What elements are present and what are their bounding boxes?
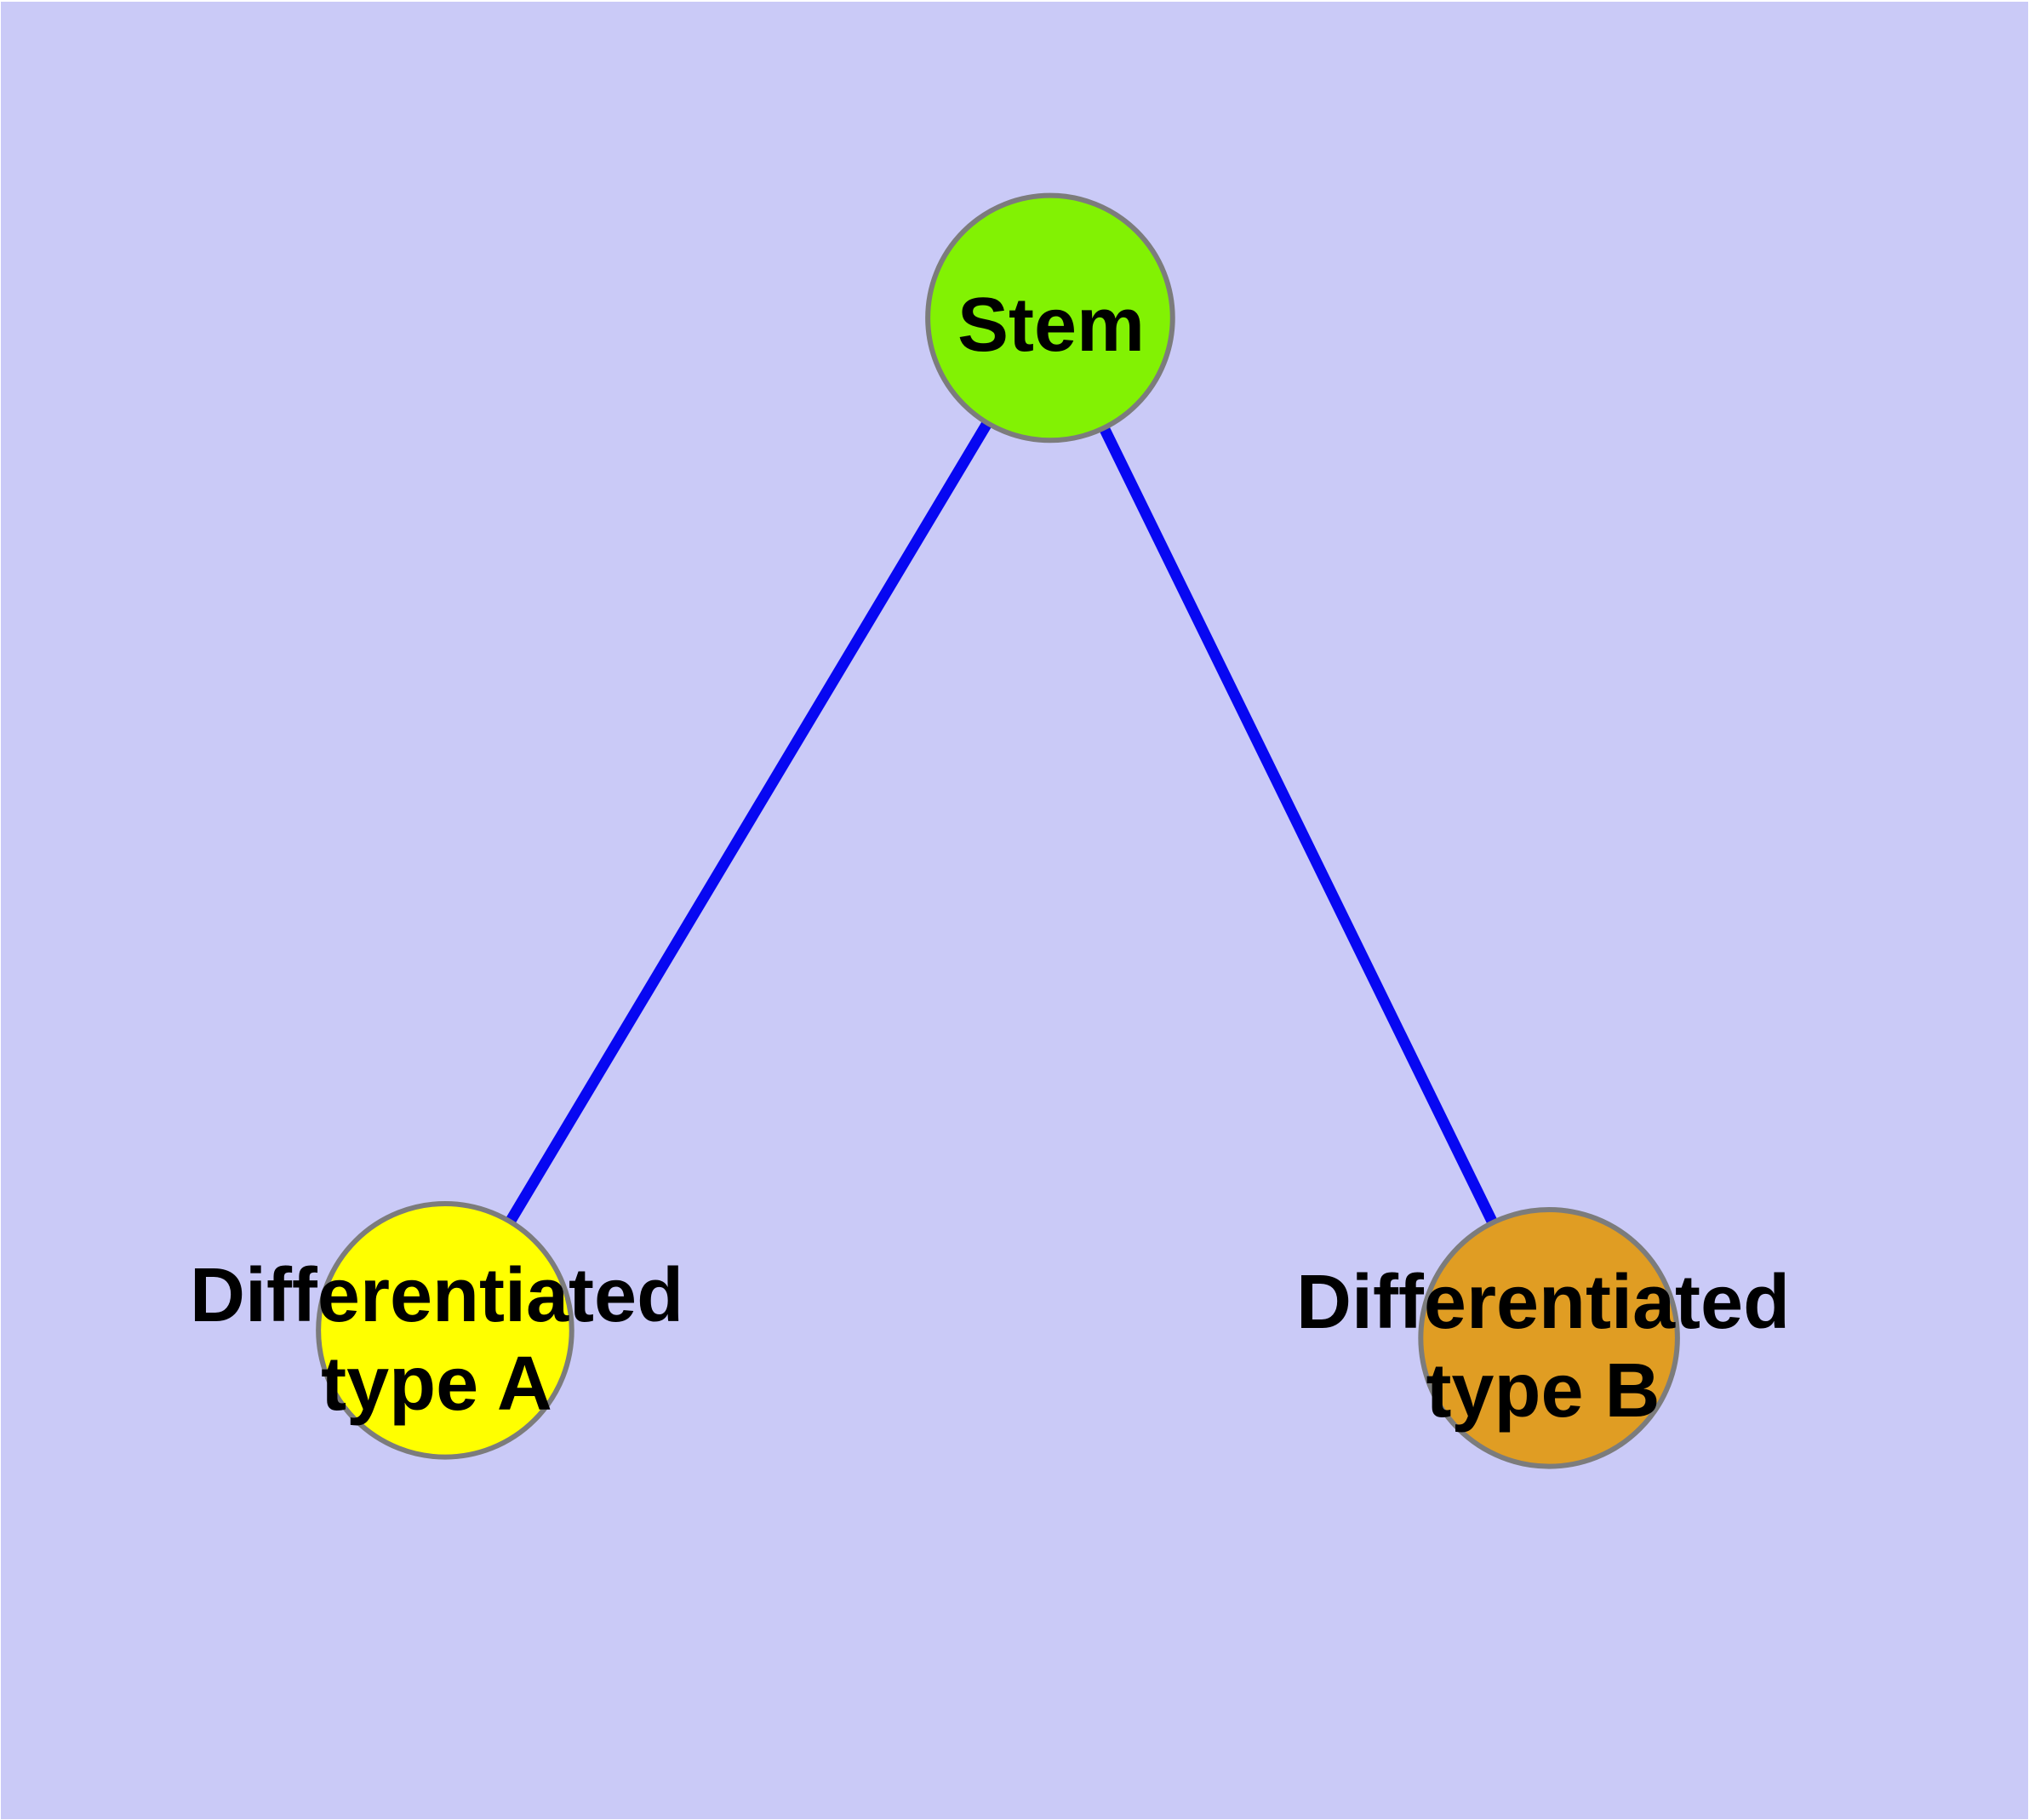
- stem-node-circle: [925, 192, 1175, 444]
- type-b-node-label: Differentiated type B: [1296, 1258, 1790, 1435]
- edge-stem-to-type-a: [440, 315, 1055, 1334]
- type-a-node-label: Differentiated type A: [190, 1251, 683, 1428]
- type-b-label-line2: type B: [1426, 1348, 1660, 1434]
- type-a-label-line1: Differentiated: [189, 1253, 684, 1338]
- type-a-label-line2: type A: [321, 1342, 552, 1427]
- stem-node-label: Stem: [957, 281, 1145, 369]
- edge-stem-to-type-b: [1045, 315, 1554, 1341]
- stem-node-label-text: Stem: [957, 283, 1146, 368]
- type-a-node-circle: [316, 1201, 574, 1460]
- type-b-label-line1: Differentiated: [1295, 1260, 1791, 1345]
- type-b-node-circle: [1418, 1207, 1680, 1469]
